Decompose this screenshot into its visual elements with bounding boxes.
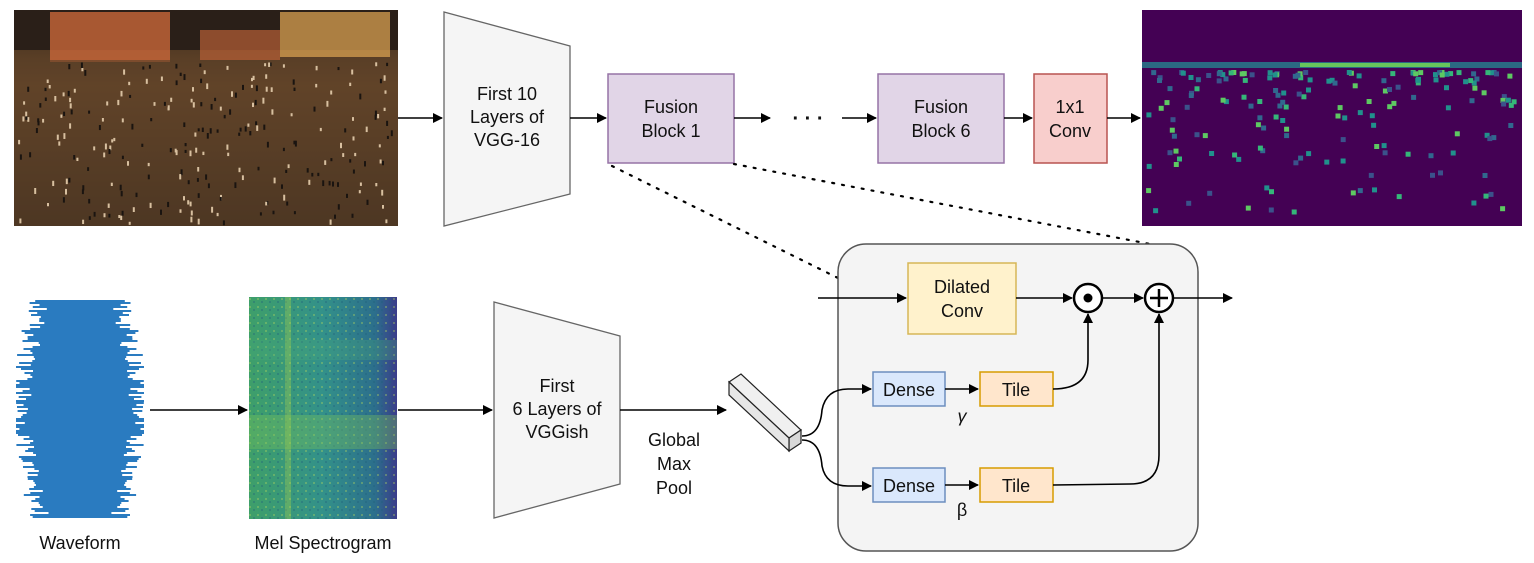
vggish-label-1: First (540, 376, 575, 396)
vgg16-label-2: Layers of (470, 107, 545, 127)
dilated-label-1: Dilated (934, 277, 990, 297)
density-map (1142, 10, 1522, 226)
gmp-label-3: Pool (656, 478, 692, 498)
pooled-vector (728, 373, 802, 453)
gamma-label: γ (958, 406, 968, 426)
zoom-lines (610, 162, 1152, 280)
ellipsis: · · · (792, 108, 823, 130)
fusion6-label-2: Block 6 (911, 121, 970, 141)
tile-box-2: Tile (979, 467, 1054, 503)
dense2-label: Dense (883, 476, 935, 496)
tile-box-1: Tile (979, 371, 1054, 407)
conv1x1-label-2: Conv (1049, 121, 1091, 141)
vgg16-label-3: VGG-16 (474, 130, 540, 150)
tile1-label: Tile (1002, 380, 1030, 400)
vggish-trapezoid: First 6 Layers of VGGish (493, 301, 621, 519)
mel-caption: Mel Spectrogram (254, 533, 391, 553)
gmp-label-1: Global (648, 430, 700, 450)
conv1x1-label-1: 1x1 (1055, 97, 1084, 117)
vgg16-label-1: First 10 (477, 84, 537, 104)
multiply-icon (1072, 282, 1104, 314)
mel-spectrogram-image (249, 297, 397, 519)
waveform-caption: Waveform (39, 533, 120, 553)
crowd-photo (14, 10, 398, 226)
dense-box-1: Dense (872, 371, 946, 407)
vggish-label-2: 6 Layers of (512, 399, 602, 419)
gmp-label-2: Max (657, 454, 691, 474)
conv-1x1: 1x1 Conv (1033, 73, 1108, 164)
beta-label: β (957, 500, 967, 520)
fusion-block-6: Fusion Block 6 (877, 73, 1005, 164)
dilated-label-2: Conv (941, 301, 983, 321)
panel-arrows (801, 293, 1233, 491)
vggish-label-3: VGGish (525, 422, 588, 442)
dense-box-2: Dense (872, 467, 946, 503)
fusion-block-1: Fusion Block 1 (607, 73, 735, 164)
fusion6-label-1: Fusion (914, 97, 968, 117)
tile2-label: Tile (1002, 476, 1030, 496)
waveform-image (16, 300, 144, 518)
dense1-label: Dense (883, 380, 935, 400)
fusion1-label-2: Block 1 (641, 121, 700, 141)
vgg16-trapezoid: First 10 Layers of VGG-16 (443, 11, 571, 227)
dilated-conv: Dilated Conv (907, 262, 1017, 335)
fusion1-label-1: Fusion (644, 97, 698, 117)
add-icon (1143, 282, 1175, 314)
